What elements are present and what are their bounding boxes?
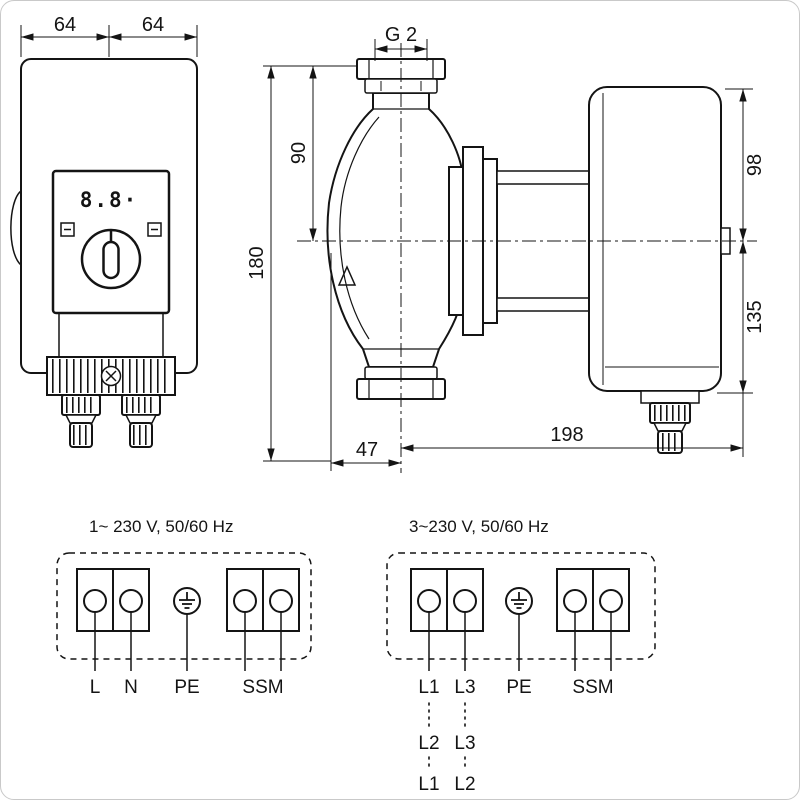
earth-ground-icon [511, 592, 527, 609]
dim-axis-to-motor-top: 98 [744, 154, 766, 176]
wiring-1ph-border [56, 552, 312, 660]
flow-direction-arrow-icon [337, 265, 357, 286]
dim-width-left: 64 [54, 14, 76, 36]
label-l: L [90, 677, 101, 698]
label-alt2-b: L2 [454, 774, 475, 795]
cable-gland-left [61, 394, 101, 448]
front-view-dimensions: 64 64 [20, 14, 198, 57]
label-n: N [124, 677, 138, 698]
terminal-block-ln [76, 568, 150, 671]
label-pe: PE [174, 677, 199, 698]
wiring-diagram-three-phase: 3~230 V, 50/60 Hz [386, 517, 656, 795]
label-alt1-b: L3 [454, 733, 475, 754]
motor-housing [588, 86, 731, 404]
label-alt2-a: L1 [418, 774, 439, 795]
volute-casing [326, 92, 464, 368]
dim-thread: G 2 [385, 24, 417, 46]
dim-width-right: 64 [142, 14, 164, 36]
pe-terminal-3ph [505, 587, 533, 671]
led-display: 8.8· [80, 188, 139, 212]
wiring-3ph-title: 3~230 V, 50/60 Hz [409, 517, 549, 536]
phase-alternatives: L2 L3 L1 L2 [418, 702, 476, 795]
tie-rods [496, 170, 592, 312]
dim-flange-to-axis: 90 [288, 142, 310, 164]
pump-housing-bulge [10, 190, 22, 266]
label-alt1-a: L2 [418, 733, 439, 754]
wiring-1ph-title: 1~ 230 V, 50/60 Hz [89, 517, 233, 536]
motor-cable-gland [649, 402, 691, 454]
terminal-block-ssm-3ph [556, 568, 630, 671]
label-l1: L1 [418, 677, 439, 698]
side-view-dimensions: G 2 180 90 98 135 198 47 [246, 24, 766, 471]
volute-inner-contour [339, 116, 380, 340]
label-pe: PE [506, 677, 531, 698]
dim-motor-length: 198 [550, 424, 583, 446]
motor-terminal-box [640, 390, 700, 404]
cable-gland-right [121, 394, 161, 448]
control-panel: 8.8· [51, 169, 171, 315]
earth-ground-icon [179, 592, 195, 609]
terminal-block-l1l3 [410, 568, 484, 671]
label-ssm: SSM [242, 677, 283, 698]
dim-axis-to-motor-bottom: 135 [744, 300, 766, 333]
selector-knob [80, 228, 142, 290]
terminal-block-ssm [226, 568, 300, 671]
pe-terminal [173, 587, 201, 671]
pump-front-view: 64 64 8.8· [10, 14, 198, 448]
terminal-section [46, 313, 176, 396]
dim-port-to-port: 180 [246, 246, 268, 279]
label-l3: L3 [454, 677, 475, 698]
wiring-3ph-border [386, 552, 656, 660]
dim-axis-to-volute: 47 [356, 439, 378, 461]
wiring-diagram-single-phase: 1~ 230 V, 50/60 Hz [56, 517, 312, 698]
pump-side-view: G 2 180 90 98 135 198 47 [246, 24, 766, 473]
label-ssm: SSM [572, 677, 613, 698]
